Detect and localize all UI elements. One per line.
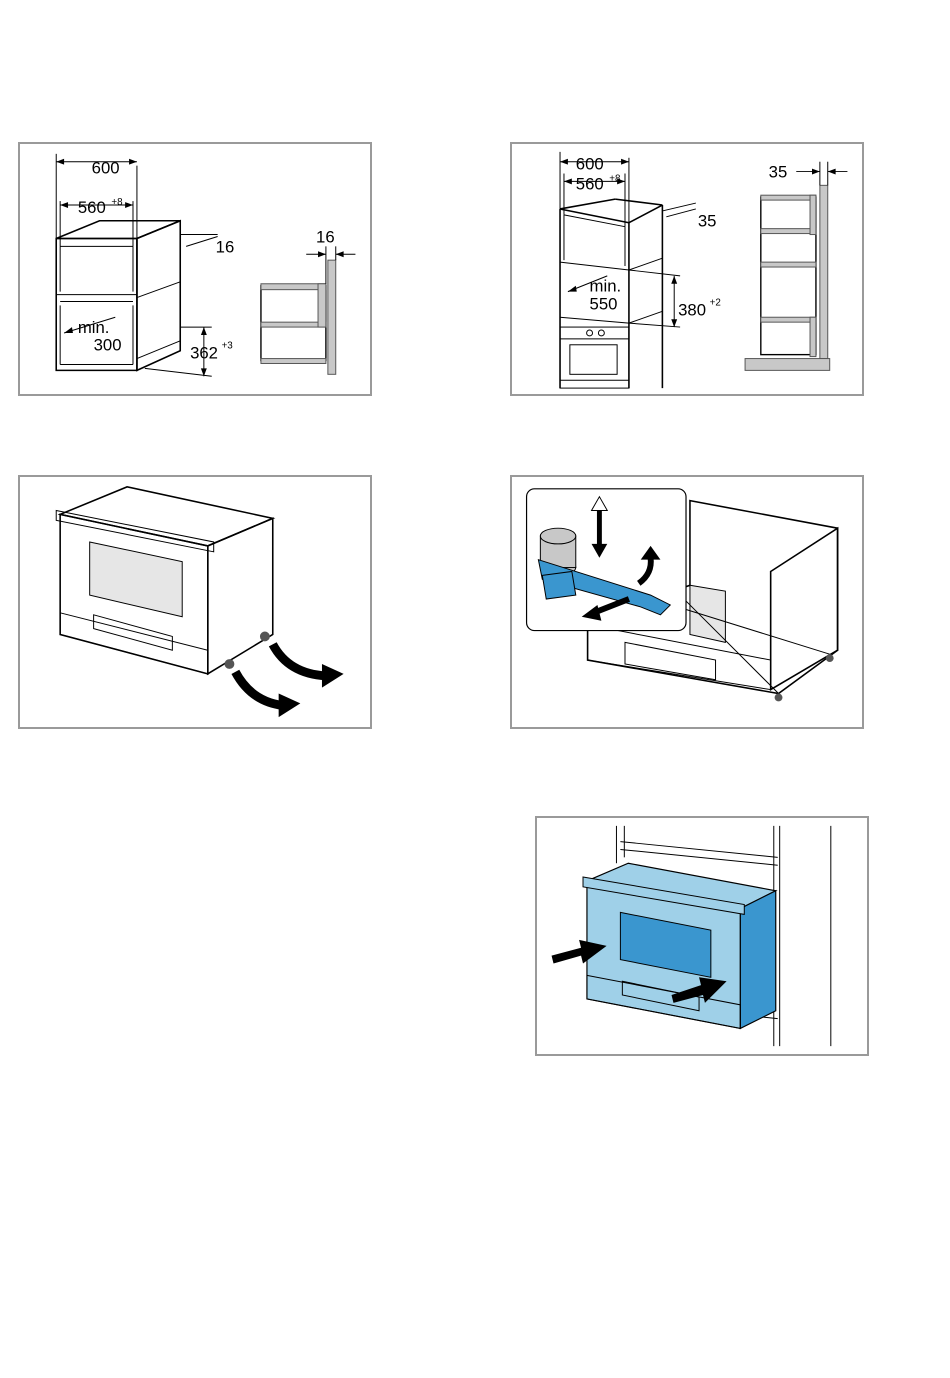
tall-dim-width-inner: 560 bbox=[576, 174, 604, 193]
panel-adjust-feet bbox=[510, 475, 864, 729]
arrow-icon bbox=[273, 644, 326, 675]
tall-side-view bbox=[745, 162, 847, 371]
tall-dim-min-label: min. bbox=[590, 277, 622, 296]
remove-screws-diagram bbox=[20, 477, 370, 727]
tall-dim-width-inner-tol: +8 bbox=[609, 173, 621, 184]
tall-dim-height-tol: +2 bbox=[710, 297, 721, 308]
dim-height-tol: +3 bbox=[222, 341, 234, 352]
dim-depth-gap: 16 bbox=[216, 237, 235, 256]
dim-min-label: min. bbox=[78, 318, 110, 337]
tall-dim-min-value: 550 bbox=[590, 294, 618, 313]
dim-height: 362 bbox=[190, 344, 218, 363]
dim-width-outer: 600 bbox=[92, 159, 120, 178]
appliance-front bbox=[56, 487, 273, 674]
side-wall bbox=[328, 260, 336, 374]
arrow-icon bbox=[235, 672, 282, 705]
tall-dim-depth-gap: 35 bbox=[698, 212, 717, 231]
dim-width-inner: 560 bbox=[78, 198, 106, 217]
insert-appliance-diagram bbox=[537, 818, 867, 1054]
dim-side-gap: 16 bbox=[316, 227, 335, 246]
door-window bbox=[90, 542, 183, 617]
zoom-callout bbox=[527, 489, 686, 631]
tall-dim-side-gap: 35 bbox=[769, 162, 788, 181]
panel-remove-screws bbox=[18, 475, 372, 729]
panel-niche-tall-cabinet: 600 560 +8 35 min. 550 380 +2 35 bbox=[510, 142, 864, 396]
appliance-blue bbox=[583, 863, 776, 1028]
dim-width-inner-tol: +8 bbox=[111, 197, 123, 208]
panel-niche-wall-cabinet: 600 560 +8 16 min. 300 362 +3 16 bbox=[18, 142, 372, 396]
niche-wall-cabinet-diagram: 600 560 +8 16 min. 300 362 +3 16 bbox=[20, 144, 370, 394]
panel-insert-appliance bbox=[535, 816, 869, 1056]
niche-tall-cabinet-diagram: 600 560 +8 35 min. 550 380 +2 35 bbox=[512, 144, 862, 394]
tall-side-wall bbox=[820, 185, 828, 358]
side-view bbox=[261, 246, 355, 374]
dim-min-value: 300 bbox=[94, 336, 122, 355]
adjust-feet-diagram bbox=[512, 477, 862, 727]
tall-dim-width-outer: 600 bbox=[576, 155, 604, 174]
tall-dim-height: 380 bbox=[678, 300, 706, 319]
floor bbox=[745, 359, 830, 371]
